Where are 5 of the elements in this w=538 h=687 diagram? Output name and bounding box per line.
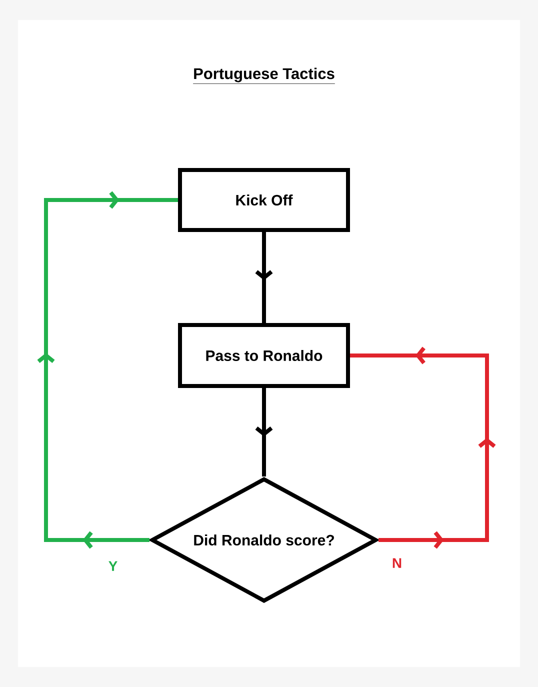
edge-label: N <box>392 558 402 568</box>
title: Portuguese Tactics <box>192 68 336 84</box>
process-box: Kick Off <box>178 168 350 232</box>
process-box: Pass to Ronaldo <box>178 323 350 388</box>
edge-label: Y <box>108 561 118 571</box>
